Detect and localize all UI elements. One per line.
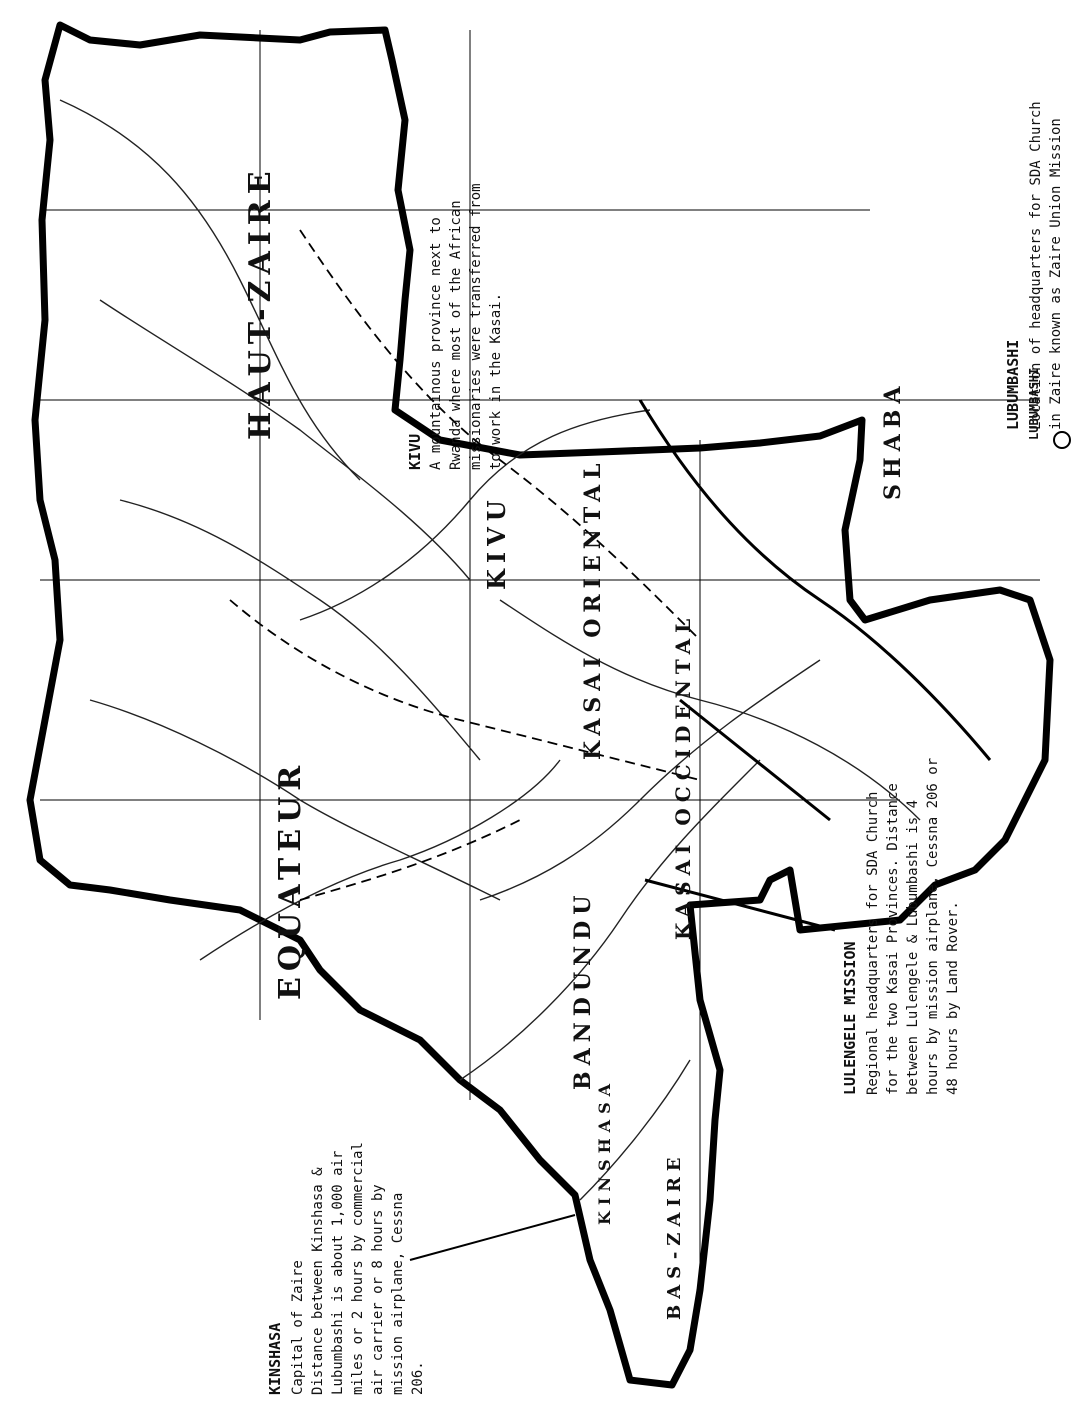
annotation-lubumbashi-line: in Zaire known as Zaire Union Mission (1048, 118, 1064, 430)
rivers (59, 99, 921, 1201)
province-label-equateur: EQUATEUR (273, 760, 308, 1000)
annotation-lubumbashi-line: Location of headquarters for SDA Church (1028, 101, 1044, 430)
annotation-lulengele: LULENGELE MISSION Regional headquarters … (841, 758, 961, 1095)
annotation-kivu-title: KIVU (406, 434, 424, 470)
annotation-lulengele-line: between Lulengele & Lubumbashi is 4 (905, 800, 921, 1095)
graticule (40, 30, 1040, 1300)
province-label-kinshasa: KINSHASA (595, 1078, 614, 1225)
province-label-shaba: SHABA (880, 381, 906, 500)
annotation-lubumbashi-title: LUBUMBASHI (1004, 340, 1022, 430)
annotation-lulengele-line: for the two Kasai Provinces. Distance (885, 783, 901, 1095)
annotation-kivu: KIVU A mountainous province next to Rwan… (406, 183, 504, 470)
province-label-haut-zaire: HAUT-ZAIRE (243, 165, 278, 440)
annotation-kinshasa-title: KINSHASA (266, 1323, 284, 1395)
lulengele-pointer (644, 878, 836, 932)
annotation-lubumbashi: LUBUMBASHI Location of headquarters for … (1004, 101, 1064, 430)
city-label-lubumbashi: LUBUMBASHI (1027, 368, 1041, 440)
annotation-kinshasa: KINSHASA Capital of Zaire Distance betwe… (266, 1142, 426, 1395)
annotation-kivu-line: missionaries were transferred from (468, 183, 484, 470)
annotation-kinshasa-line: 206. (410, 1361, 426, 1395)
province-label-kivu: KIVU (482, 494, 511, 590)
lubumbashi-marker (1053, 431, 1071, 449)
annotation-lulengele-line: hours by mission airplane, Cessna 206 or (925, 758, 941, 1095)
province-label-bandundu: BANDUNDU (570, 890, 596, 1090)
annotation-lulengele-title: LULENGELE MISSION (841, 941, 859, 1095)
province-label-kasai-occidental: KASAI OCCIDENTAL (671, 613, 695, 940)
province-label-bas-zaire: BAS-ZAIRE (664, 1151, 685, 1320)
annotation-lulengele-line: 48 hours by Land Rover. (945, 901, 961, 1095)
annotation-kinshasa-line: air carrier or 8 hours by (370, 1184, 386, 1395)
annotation-kivu-line: to work in the Kasai. (488, 293, 504, 470)
annotation-kinshasa-line: miles or 2 hours by commercial (350, 1142, 366, 1395)
annotation-kinshasa-line: Capital of Zaire (290, 1260, 306, 1395)
railways (638, 399, 992, 822)
province-label-kasai-oriental: KASAI ORIENTAL (580, 457, 606, 760)
roads (229, 229, 701, 901)
annotation-kinshasa-line: mission airplane, Cessna (390, 1193, 406, 1395)
annotation-kivu-line: Rwanda where most of the African (448, 200, 464, 470)
annotation-lulengele-line: Regional headquarters for SDA Church (865, 792, 881, 1095)
kinshasa-pointer (409, 1214, 576, 1261)
annotation-kinshasa-line: Distance between Kinshasa & (310, 1167, 326, 1395)
country-border (26, 21, 1054, 1389)
annotation-kinshasa-line: Lubumbashi is about 1,000 air (330, 1151, 346, 1395)
annotation-kivu-line: A mountainous province next to (428, 217, 444, 470)
